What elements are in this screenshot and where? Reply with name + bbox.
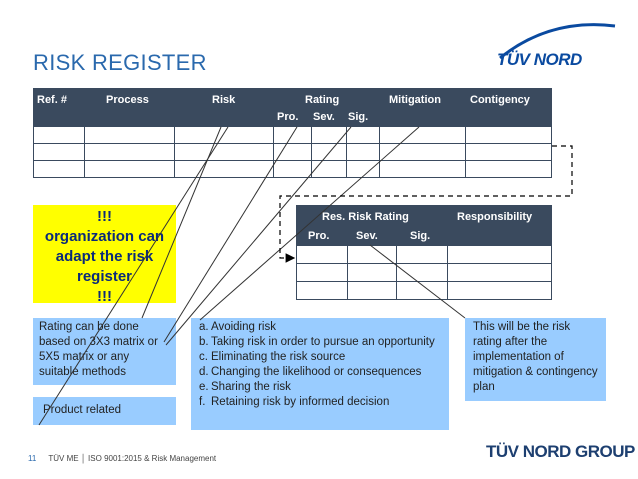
header-rating: Rating	[305, 94, 340, 106]
res-subheader-sev: Sev.	[356, 230, 378, 242]
callout-line: !!!	[97, 288, 112, 305]
table-row	[296, 281, 552, 300]
footer: 11 TÜV ME │ ISO 9001:2015 & Risk Managem…	[28, 454, 216, 463]
header-contigency: Contigency	[470, 94, 530, 106]
list-item: b.Taking risk in order to pursue an oppo…	[199, 336, 435, 348]
company-logo: TÜV NORD	[497, 50, 582, 69]
rating-method-text: Rating can be done based on 3X3 matrix o…	[39, 321, 158, 378]
residual-rating-note: This will be the risk rating after the i…	[465, 318, 606, 401]
mitigation-options-note: a.Avoiding risk b.Taking risk in order t…	[191, 318, 449, 430]
mitigation-options-list: a.Avoiding risk b.Taking risk in order t…	[199, 320, 445, 410]
callout-line: adapt the risk	[55, 248, 154, 265]
list-item: f.Retaining risk by informed decision	[199, 396, 390, 408]
residual-table-header: Res. Risk Rating Responsibility Pro. Sev…	[296, 205, 552, 245]
rating-method-note: Rating can be done based on 3X3 matrix o…	[33, 318, 176, 385]
process-connector-line	[38, 126, 229, 426]
header-risk: Risk	[212, 94, 236, 106]
slide-title: RISK REGISTER	[33, 50, 207, 75]
product-related-note: Product related	[33, 397, 176, 425]
subheader-sev: Sev.	[313, 111, 335, 123]
table-cell[interactable]	[465, 160, 552, 178]
logo-arc-icon	[499, 23, 616, 60]
callout-line: organization can	[44, 228, 165, 245]
residual-connector-line	[369, 244, 466, 319]
adapt-register-callout: !!! organization can adapt the risk regi…	[33, 205, 176, 305]
header-responsibility: Responsibility	[457, 211, 533, 223]
table-row	[296, 263, 552, 282]
page-number: 11	[28, 454, 37, 463]
subheader-pro: Pro.	[277, 111, 299, 123]
table-row	[296, 245, 552, 264]
group-logo: TÜV NORD GROUP	[486, 442, 635, 461]
residual-table-body	[296, 245, 552, 300]
list-item: a.Avoiding risk	[199, 321, 276, 333]
residual-link-arrow	[279, 145, 573, 263]
main-table-body	[33, 126, 552, 178]
list-item: c.Eliminating the risk source	[199, 351, 346, 363]
product-related-text: Product related	[43, 404, 121, 416]
table-row	[33, 160, 552, 178]
res-subheader-pro: Pro.	[308, 230, 330, 242]
header-ref: Ref. #	[37, 94, 67, 106]
table-row	[33, 143, 552, 161]
residual-rating-text: This will be the risk rating after the i…	[473, 321, 598, 393]
header-res-risk-rating: Res. Risk Rating	[322, 211, 409, 223]
main-table-header: Ref. # Process Risk Rating Mitigation Co…	[33, 88, 552, 126]
callout-line: !!!	[97, 208, 112, 225]
callout-line: register	[76, 268, 133, 285]
mitigation-connector-line	[199, 126, 420, 321]
res-subheader-sig: Sig.	[410, 230, 431, 242]
list-item: d.Changing the likelihood or consequence…	[199, 366, 422, 378]
table-cell[interactable]	[447, 281, 552, 300]
sig-connector-line	[165, 126, 352, 346]
subheader-sig: Sig.	[348, 111, 369, 123]
header-mitigation: Mitigation	[389, 94, 441, 106]
header-process: Process	[106, 94, 149, 106]
list-item: e.Sharing the risk	[199, 381, 291, 393]
footer-text: TÜV ME │ ISO 9001:2015 & Risk Management	[48, 454, 217, 463]
sev-connector-line	[163, 126, 298, 343]
rating-connector-line	[141, 126, 222, 319]
